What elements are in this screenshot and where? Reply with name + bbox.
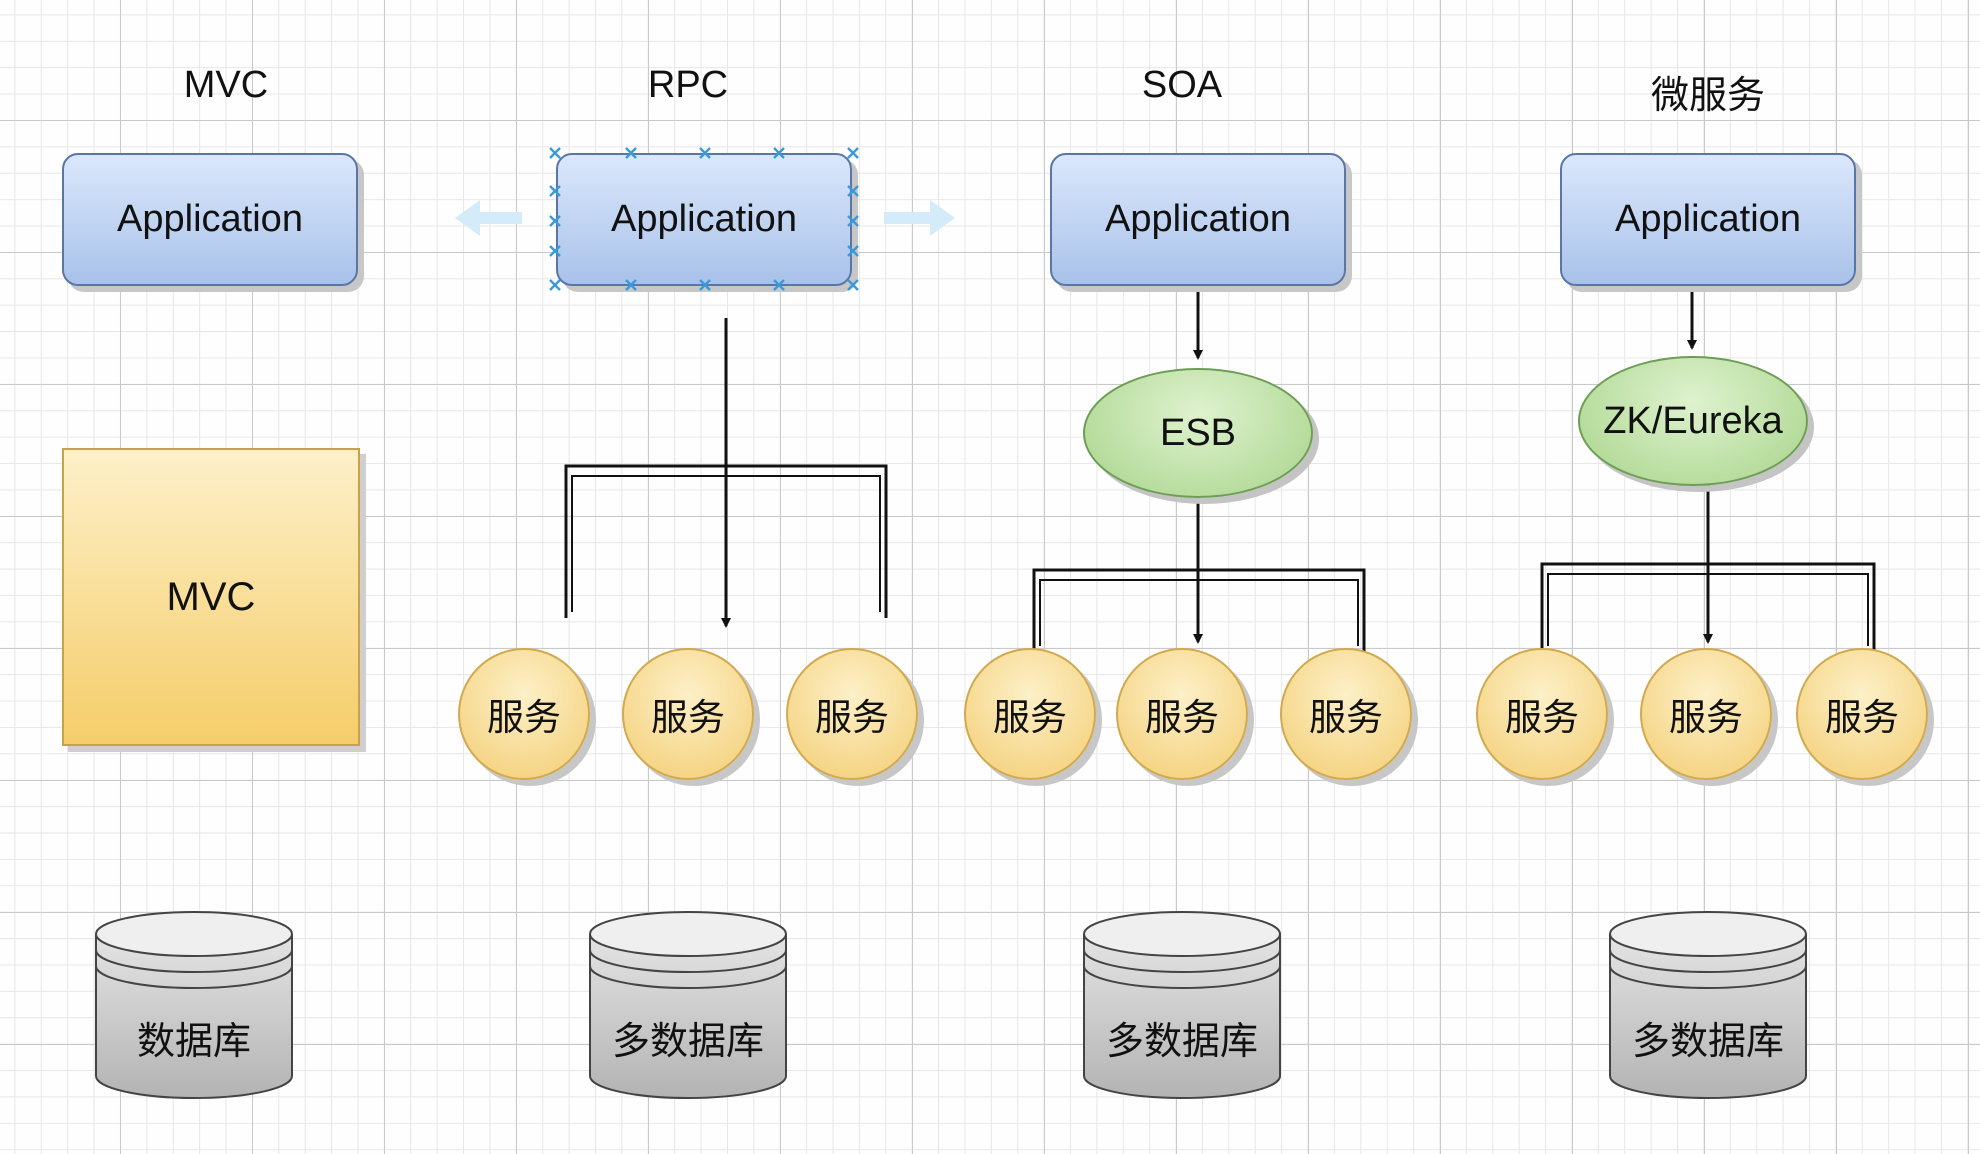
database-rpc-container[interactable]: 多数据库 — [588, 910, 788, 1100]
database-soa — [1083, 911, 1281, 1099]
service-node[interactable]: 服务 — [1476, 648, 1608, 780]
database-micro — [1609, 911, 1807, 1099]
drag-hint-arrows — [455, 200, 955, 236]
registry-hub[interactable]: ZK/Eureka — [1578, 356, 1808, 486]
selection-handles[interactable] — [540, 140, 870, 300]
soa-connectors — [1032, 287, 1366, 652]
service-node[interactable]: 服务 — [1640, 648, 1772, 780]
database-cylinders — [95, 911, 1807, 1099]
micro-service-bracket-inner — [1547, 573, 1869, 646]
soa-service-bracket-inner — [1039, 579, 1359, 646]
service-node[interactable]: 服务 — [622, 648, 754, 780]
service-node[interactable]: 服务 — [458, 648, 590, 780]
service-node[interactable]: 服务 — [1280, 648, 1412, 780]
soa-service-bracket-outer — [1032, 568, 1366, 652]
service-node[interactable]: 服务 — [1116, 648, 1248, 780]
application-box-soa[interactable]: Application — [1050, 153, 1346, 286]
database-label: 多数据库 — [1631, 1021, 1784, 1063]
mvc-core-box[interactable]: MVC — [62, 448, 360, 746]
service-node[interactable]: 服务 — [964, 648, 1096, 780]
column-title-soa: SOA — [1141, 64, 1223, 106]
column-title-microservice: 微服务 — [1650, 75, 1765, 117]
column-title-mvc: MVC — [183, 64, 269, 106]
database-soa-container[interactable]: 多数据库 — [1082, 910, 1282, 1100]
service-node[interactable]: 服务 — [1796, 648, 1928, 780]
service-node[interactable]: 服务 — [786, 648, 918, 780]
rpc-service-bracket-outer — [564, 464, 888, 618]
database-label: 多数据库 — [611, 1021, 764, 1063]
micro-service-bracket-outer — [1540, 562, 1876, 652]
application-box-microservice[interactable]: Application — [1560, 153, 1856, 286]
application-box-mvc[interactable]: Application — [62, 153, 358, 286]
database-mvc-container[interactable]: 数据库 — [94, 910, 294, 1100]
database-mvc — [95, 911, 293, 1099]
rpc-service-bracket-inner — [571, 475, 881, 612]
database-micro-container[interactable]: 多数据库 — [1608, 910, 1808, 1100]
column-title-rpc: RPC — [647, 64, 729, 106]
micro-connectors — [1540, 287, 1876, 652]
database-label: 多数据库 — [1105, 1021, 1258, 1063]
rpc-connectors — [564, 318, 888, 628]
database-rpc — [589, 911, 787, 1099]
esb-hub[interactable]: ESB — [1083, 368, 1313, 498]
database-label: 数据库 — [136, 1021, 251, 1063]
